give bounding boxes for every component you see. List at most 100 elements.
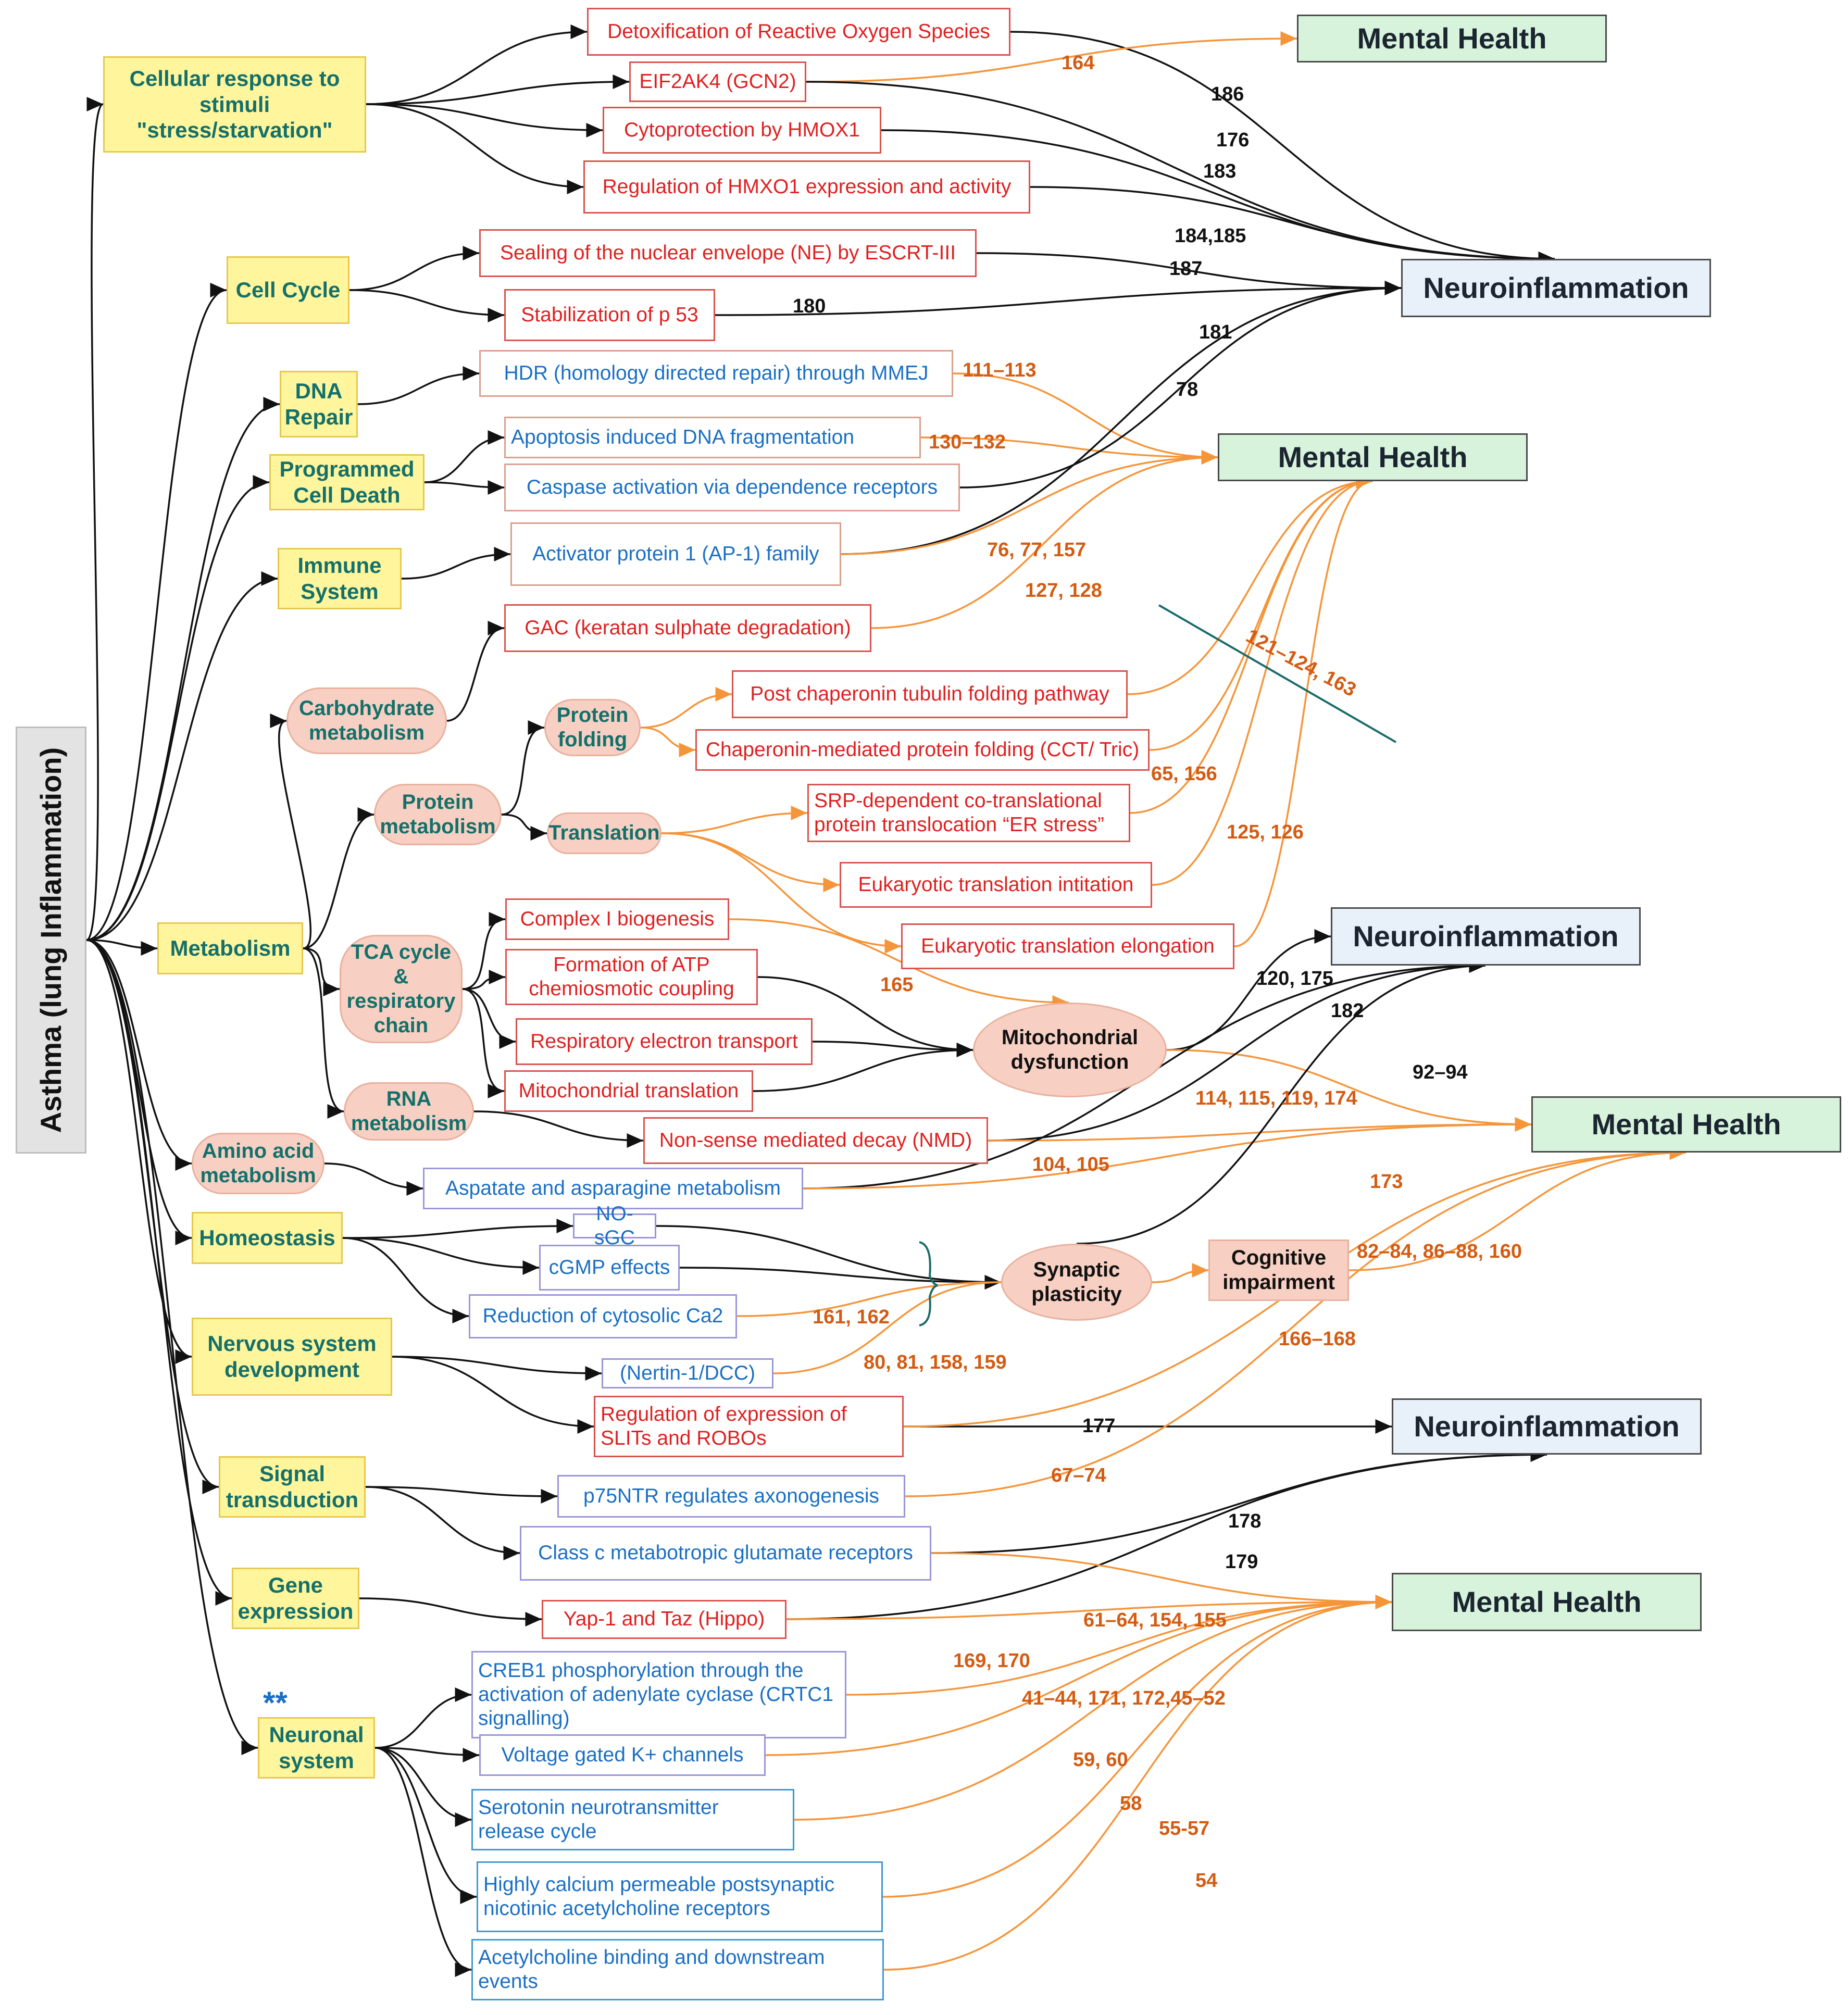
black-connector <box>392 1356 602 1381</box>
pathway-mito-translation: Mitochondrial translation <box>504 1070 753 1112</box>
synaptic-plasticity: Synaptic plasticity <box>1001 1244 1152 1321</box>
root-label: Asthma (lung Inflammation) <box>34 747 67 1133</box>
outcome-mental-health-2: Mental Health <box>1218 433 1528 481</box>
black-connector <box>86 397 280 941</box>
black-connector <box>366 103 584 194</box>
orange-connector <box>988 1117 1532 1142</box>
black-connector <box>462 988 505 1098</box>
black-connector <box>270 714 312 949</box>
pathway-apoptosis-dna-frag-label: Apoptosis induced DNA fragmentation <box>511 425 855 448</box>
pathway-p75ntr-label: p75NTR regulates axonogenesis <box>583 1484 879 1507</box>
pathway-cytosolic-ca2-label: Reduction of cytosolic Ca2 <box>482 1305 723 1328</box>
edge-label: 182 <box>1331 1000 1364 1022</box>
black-connector <box>86 571 278 941</box>
pathway-yap-taz-label: Yap-1 and Taz (Hippo) <box>563 1608 765 1631</box>
orange-connector <box>640 687 732 729</box>
edge-label: 59, 60 <box>1073 1749 1128 1771</box>
pathway-apoptosis-dna-frag: Apoptosis induced DNA fragmentation <box>504 417 921 458</box>
pathway-caspase-activation: Caspase activation via dependence recept… <box>504 464 960 511</box>
category-metabolism-label: Metabolism <box>170 936 291 961</box>
black-connector <box>86 97 104 941</box>
category-programmed-cell-death: Programmed Cell Death <box>269 454 424 510</box>
edge-label: 111–113 <box>963 359 1037 381</box>
edge-label: 179 <box>1225 1551 1258 1573</box>
black-connector <box>424 480 505 495</box>
outcome-mental-health-1: Mental Health <box>1297 15 1607 62</box>
outcome-neuroinflammation-1-label: Neuroinflammation <box>1423 271 1689 304</box>
edge-label: 166–168 <box>1279 1328 1356 1350</box>
pathway-ap1-family-label: Activator protein 1 (AP-1) family <box>532 542 819 565</box>
black-connector <box>462 970 506 990</box>
pathway-no-sgc: NO-sGC <box>573 1203 656 1249</box>
edge-label: 78 <box>1176 379 1198 401</box>
orange-connector <box>1127 474 1373 695</box>
pathway-serotonin-label: Serotonin neurotransmitter release cycle <box>478 1796 719 1843</box>
orange-connector <box>1234 474 1373 947</box>
black-connector <box>349 289 505 322</box>
pathway-nertin-label: (Nertin-1/DCC) <box>619 1361 755 1384</box>
pathway-chaperonin-cct-label: Chaperonin-mediated protein folding (CCT… <box>705 738 1140 761</box>
edge-label: 181 <box>1199 321 1232 343</box>
black-connector <box>357 366 480 405</box>
pathway-atp-formation-label: Formation of ATP chemiosmotic coupling <box>529 953 734 1000</box>
outcome-neuroinflammation-2-label: Neuroinflammation <box>1353 919 1619 953</box>
black-connector <box>86 475 270 941</box>
edge-label: 187 <box>1169 258 1203 280</box>
black-connector <box>366 74 630 105</box>
pathway-voltage-k: Voltage gated K+ channels <box>479 1734 766 1776</box>
edge-label: 130–132 <box>929 431 1006 453</box>
black-connector <box>342 1237 540 1275</box>
category-neuronal-system-label: Neuronal system <box>269 1722 364 1773</box>
black-connector <box>86 939 232 1606</box>
pathway-complex-i-label: Complex I biogenesis <box>520 907 715 930</box>
edge-label: 165 <box>880 974 914 996</box>
sub-rna-metabolism-label: RNA metabolism <box>351 1087 467 1135</box>
pathway-srp-dependent-label: SRP-dependent co-translational protein t… <box>814 789 1105 836</box>
black-connector <box>366 24 588 105</box>
edge-label: 180 <box>793 295 826 317</box>
black-connector <box>366 103 603 137</box>
edge-label: 125, 126 <box>1227 821 1304 843</box>
edge-label: 67–74 <box>1051 1465 1106 1486</box>
black-connector <box>501 720 545 816</box>
outcome-neuroinflammation-1: Neuroinflammation <box>1401 259 1711 317</box>
sub-carbohydrate-metabolism-label: Carbohydrate metabolism <box>298 696 435 744</box>
black-connector <box>374 1747 472 1977</box>
pathway-detox-ros-label: Detoxification of Reactive Oxygen Specie… <box>607 20 990 43</box>
pathway-cytoprotection-hmox1-label: Cytoprotection by HMOX1 <box>623 118 860 141</box>
sub-amino-acid-metabolism: Amino acid metabolism <box>192 1133 324 1194</box>
category-metabolism: Metabolism <box>157 922 303 974</box>
black-connector <box>392 1356 594 1434</box>
sub-protein-folding-label: Protein folding <box>556 703 629 751</box>
black-connector <box>365 1486 520 1560</box>
pathway-eif2ak4-label: EIF2AK4 (GCN2) <box>639 70 796 93</box>
black-connector <box>462 912 506 990</box>
cognitive-impairment: Cognitive impairment <box>1208 1240 1349 1301</box>
category-cell-cycle: Cell Cycle <box>227 256 349 324</box>
edge-label: 183 <box>1203 160 1237 182</box>
pathway-atp-formation: Formation of ATP chemiosmotic coupling <box>505 949 758 1005</box>
edge-label: 164 <box>1062 52 1095 74</box>
black-connector <box>349 246 480 291</box>
edge-label: 58 <box>1120 1793 1142 1814</box>
pathway-creb1: CREB1 phosphorylation through the activa… <box>471 1651 846 1738</box>
outcome-mental-health-2-label: Mental Health <box>1278 440 1468 473</box>
pathway-nmd: Non-sense mediated decay (NMD) <box>643 1117 988 1164</box>
pathway-resp-electron: Respiratory electron transport <box>516 1018 813 1065</box>
outcome-neuroinflammation-3: Neuroinflammation <box>1392 1398 1702 1455</box>
black-connector <box>374 1747 480 1762</box>
pathway-hdr-mmej: HDR (homology directed repair) through M… <box>479 350 953 397</box>
pathway-class-c-glutamate: Class c metabotropic glutamate receptors <box>520 1526 931 1581</box>
black-connector <box>1030 186 1555 266</box>
edge-label: 127, 128 <box>1025 580 1102 602</box>
pathway-chaperonin-cct: Chaperonin-mediated protein folding (CCT… <box>695 729 1150 771</box>
pathway-nicotinic: Highly calcium permeable postsynaptic ni… <box>477 1861 883 1932</box>
black-connector <box>86 939 158 956</box>
bracket <box>1158 604 1397 743</box>
edge-label: 65, 156 <box>1151 763 1217 785</box>
neuronal-marker: ** <box>263 1685 288 1720</box>
pathway-hdr-mmej-label: HDR (homology directed repair) through M… <box>504 361 929 384</box>
edge-label: 173 <box>1370 1171 1403 1193</box>
orange-connector <box>1149 474 1373 751</box>
pathway-post-chaperonin: Post chaperonin tubulin folding pathway <box>732 670 1128 718</box>
